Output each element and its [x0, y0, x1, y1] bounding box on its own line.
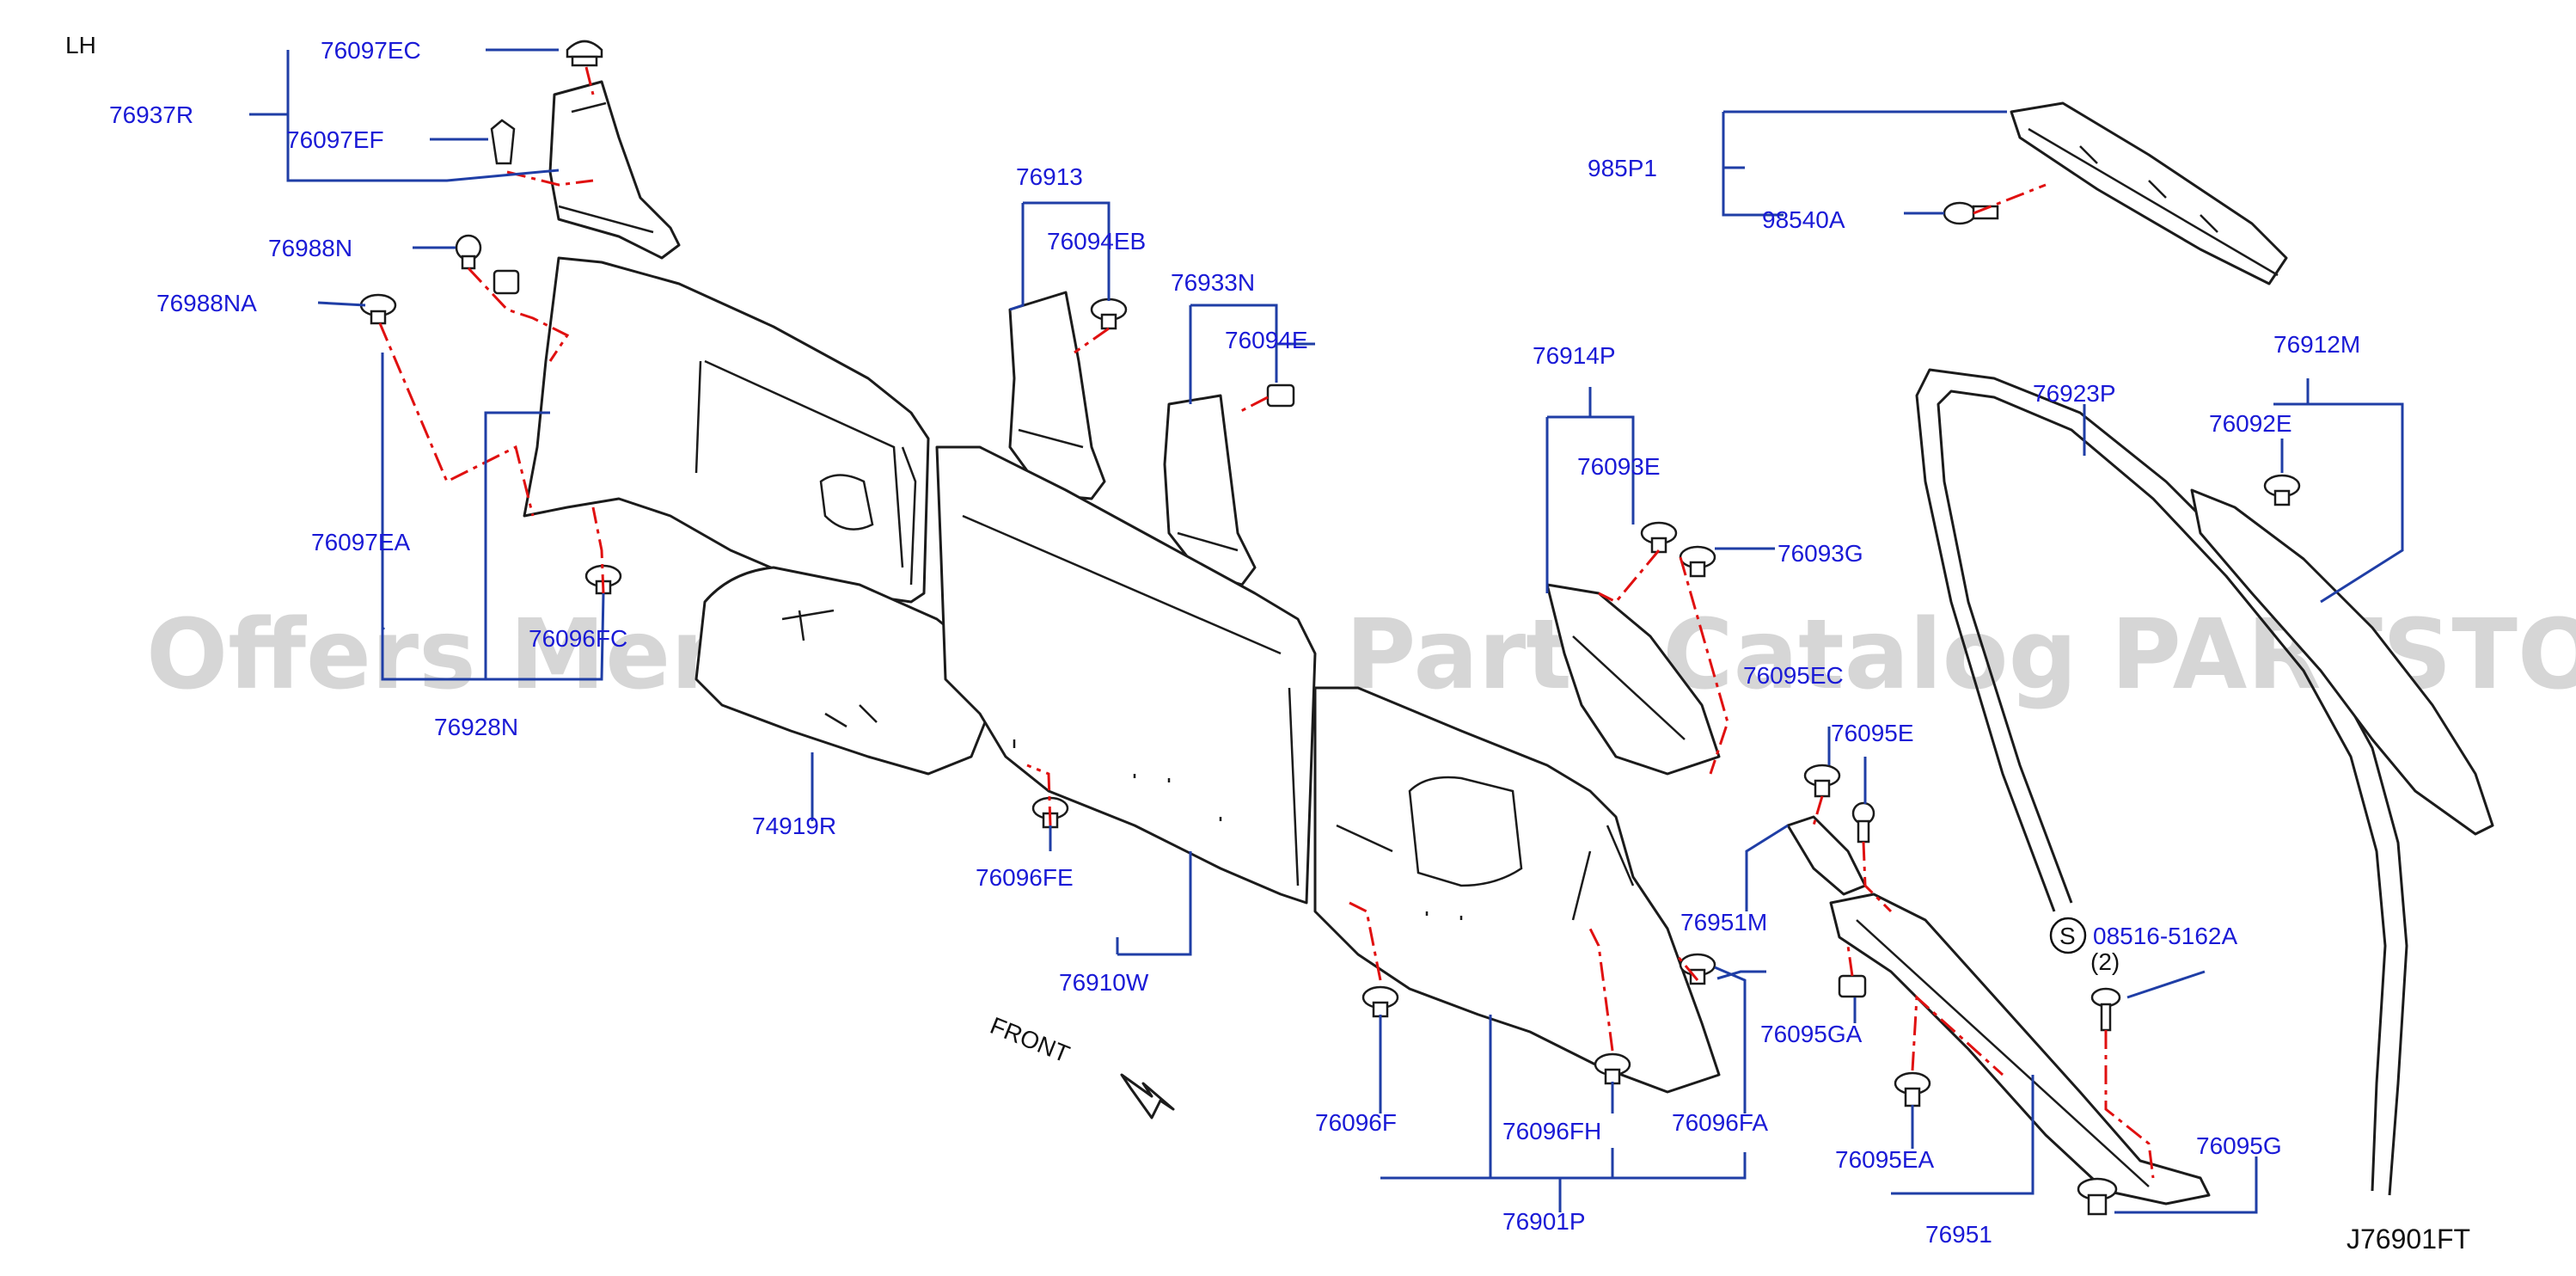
clip-76096FH-icon — [1594, 1052, 1631, 1085]
clip-76095E-icon — [1851, 801, 1875, 844]
luggage-side-detail — [781, 609, 878, 728]
clip-76094EB-icon — [1090, 298, 1128, 330]
middle-side-trim-part — [935, 445, 1317, 905]
part-label-76095E[interactable]: 76095E — [1831, 720, 1914, 746]
figure-code: J76901FT — [2347, 1224, 2470, 1255]
upper-pillar-trim-detail — [558, 101, 654, 234]
connection-lines — [378, 66, 2155, 1179]
part-label-76933N[interactable]: 76933N — [1171, 269, 1255, 296]
weatherstrip-part — [1915, 368, 2408, 1196]
clip-76095G-icon — [2077, 1177, 2118, 1216]
part-label-985P1[interactable]: 985P1 — [1588, 155, 1657, 181]
part-label-76923P[interactable]: 76923P — [2033, 380, 2116, 407]
rear-quarter-trim-part — [1313, 686, 1721, 1094]
part-label-76928N[interactable]: 76928N — [434, 714, 518, 740]
screw-symbol-circle — [2049, 917, 2087, 954]
part-label-76096FC[interactable]: 76096FC — [529, 625, 627, 652]
clip-76095GA-icon — [1838, 974, 1867, 998]
part-label-76095G[interactable]: 76095G — [2196, 1132, 2282, 1159]
bracket-part — [1786, 815, 1867, 896]
harness-detail — [2028, 127, 2279, 277]
front-arrow-icon — [1120, 1073, 1175, 1120]
clip-76988N-b-icon — [493, 269, 520, 295]
part-label-76093G[interactable]: 76093G — [1778, 540, 1863, 567]
clip-76988N-icon — [455, 234, 482, 270]
middle-trim-detail — [962, 514, 1300, 886]
part-label-76095GA[interactable]: 76095GA — [1760, 1021, 1863, 1047]
c-pillar-lower-detail — [1177, 531, 1239, 552]
front-label: FRONT — [987, 1012, 1074, 1068]
clip-76096F-icon — [1361, 985, 1399, 1018]
luggage-side-trim-part — [694, 566, 990, 776]
rear-pillar-upper-detail — [1572, 635, 1686, 740]
clip-76095EA-icon — [1894, 1071, 1931, 1107]
clip-76093G-icon — [1679, 545, 1716, 578]
part-label-76093E[interactable]: 76093E — [1577, 453, 1661, 480]
part-label-74919R[interactable]: 74919R — [752, 813, 836, 839]
part-label-76097EC[interactable]: 76097EC — [321, 37, 421, 64]
door-side-finisher-part — [2190, 488, 2494, 836]
weatherstrip-inner-edge — [1937, 390, 2387, 1192]
part-label-76913[interactable]: 76913 — [1016, 163, 1083, 190]
rear-pillar-upper-trim-part — [1545, 583, 1721, 776]
part-label-08516-5162A[interactable]: 08516-5162A — [2093, 923, 2237, 949]
part-label-98540A[interactable]: 98540A — [1762, 206, 1845, 233]
part-label-76951[interactable]: 76951 — [1925, 1221, 1992, 1248]
part-label-76937R[interactable]: 76937R — [109, 101, 193, 128]
clip-76092E-icon — [2263, 474, 2301, 506]
rear-side-panel-detail — [694, 359, 917, 586]
harness-part — [2010, 101, 2288, 285]
part-label-76096FA[interactable]: 76096FA — [1672, 1109, 1768, 1136]
part-label-76914P[interactable]: 76914P — [1533, 342, 1616, 369]
part-label-76097EF[interactable]: 76097EF — [286, 126, 384, 153]
clip-76095EC-icon — [1803, 764, 1841, 798]
part-label-76910W[interactable]: 76910W — [1059, 969, 1149, 996]
part-label-76097EA[interactable]: 76097EA — [311, 529, 411, 555]
screw-08516-icon — [2090, 987, 2121, 1032]
part-label-76988NA[interactable]: 76988NA — [156, 290, 257, 316]
clip-76097EC-icon — [566, 40, 603, 67]
clip-76988NA-icon — [359, 293, 397, 325]
b-pillar-lower-detail — [1018, 428, 1084, 449]
clip-76093E-icon — [1640, 521, 1678, 554]
side-label: LH — [65, 32, 96, 58]
b-pillar-lower-trim-part — [1008, 291, 1106, 500]
part-label-76988N[interactable]: 76988N — [268, 235, 352, 261]
part-label-76951M[interactable]: 76951M — [1680, 909, 1767, 936]
part-label-76096FH[interactable]: 76096FH — [1502, 1118, 1601, 1144]
screw-symbol-label: S — [2059, 923, 2076, 949]
clip-76094E-icon — [1266, 383, 1295, 408]
upper-pillar-trim-part — [548, 80, 681, 260]
part-label-76095EA[interactable]: 76095EA — [1835, 1146, 1935, 1173]
part-label-76094EB[interactable]: 76094EB — [1047, 228, 1146, 255]
rear-side-trim-panel-part — [523, 256, 930, 604]
part-label-76094E[interactable]: 76094E — [1225, 327, 1308, 353]
part-label-76912M[interactable]: 76912M — [2273, 331, 2360, 358]
part-label-76092E[interactable]: 76092E — [2209, 410, 2292, 437]
part-label-76096FE[interactable]: 76096FE — [976, 864, 1074, 891]
c-pillar-lower-trim-part — [1163, 394, 1257, 586]
kicking-plate-detail — [1856, 919, 2150, 1187]
leader-lines — [249, 48, 2404, 1214]
screw-qty-label: (2) — [2090, 948, 2120, 975]
part-label-76096F[interactable]: 76096F — [1315, 1109, 1397, 1136]
rear-quarter-detail — [1336, 776, 1635, 921]
clip-76097EF-icon — [490, 119, 516, 165]
part-label-76901P[interactable]: 76901P — [1502, 1208, 1586, 1235]
part-label-76095EC[interactable]: 76095EC — [1743, 662, 1844, 689]
